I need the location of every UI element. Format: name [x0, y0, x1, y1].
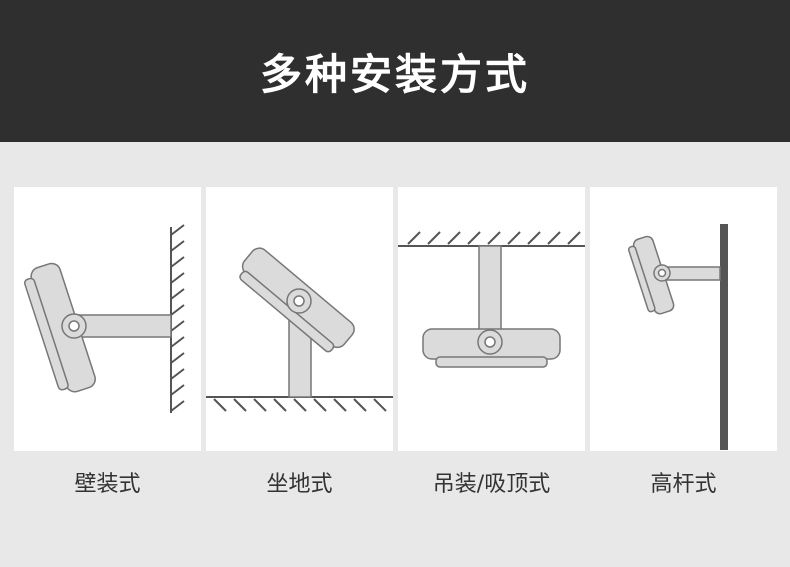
mount-card-floor	[206, 187, 393, 451]
ceiling-mount-icon	[398, 231, 585, 368]
pole-mount-icon	[627, 224, 728, 450]
mount-label-pole: 高杆式	[650, 472, 717, 497]
mount-card-ceiling	[398, 187, 585, 451]
page-title: 多种安装方式	[259, 49, 530, 99]
mount-card-pole	[590, 187, 777, 451]
title-banner: 多种安装方式	[0, 0, 790, 142]
wall-mount-icon	[24, 224, 185, 413]
mount-label-wall: 壁装式	[74, 472, 141, 497]
floor-mount-icon	[206, 247, 393, 412]
mount-label-floor: 坐地式	[266, 472, 333, 497]
mount-card-wall	[14, 187, 201, 451]
mount-label-ceiling: 吊装/吸顶式	[432, 472, 551, 497]
